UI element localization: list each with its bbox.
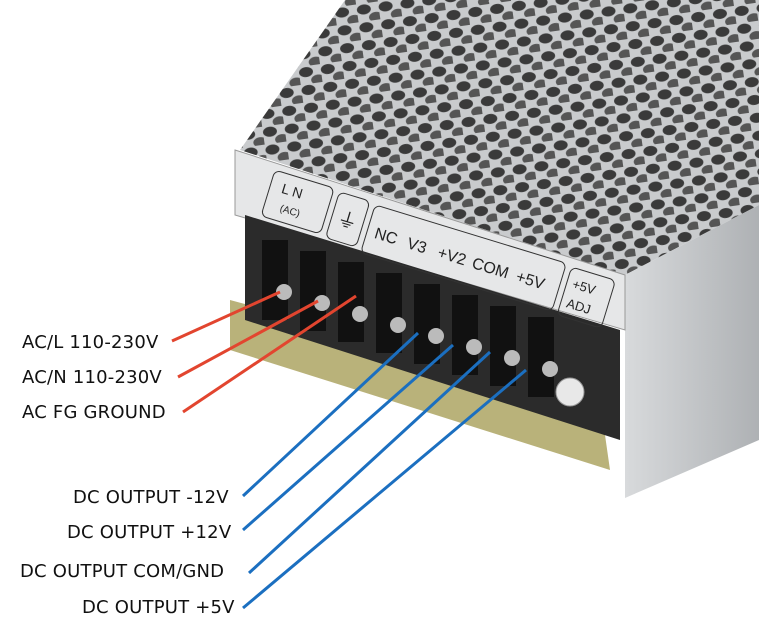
terminal-screw	[390, 317, 406, 333]
callout-line	[242, 343, 454, 532]
terminal-screw	[314, 295, 330, 311]
terminal-block	[262, 240, 558, 397]
side-panel	[625, 205, 759, 498]
callout-dc-com-gnd: DC OUTPUT COM/GND	[20, 561, 225, 582]
callout-line	[182, 294, 357, 414]
callout-line	[242, 368, 527, 610]
adjust-potentiometer	[555, 377, 585, 407]
terminal-post	[338, 262, 364, 342]
callout-line	[171, 290, 281, 343]
callout-ac-ground: AC FG GROUND	[22, 402, 166, 423]
terminal-post	[528, 317, 554, 397]
callout-lines	[171, 290, 527, 610]
terminal-screw	[428, 328, 444, 344]
callout-line	[247, 350, 492, 575]
callout-dc-plus5v: DC OUTPUT +5V	[82, 597, 235, 618]
callout-ac-n: AC/N 110-230V	[22, 367, 162, 388]
terminal-screw	[542, 361, 558, 377]
adj-label-top: +5V	[571, 276, 598, 297]
ac-ln-label: L N	[280, 180, 305, 202]
terminal-screw	[352, 306, 368, 322]
terminal-screw	[276, 284, 292, 300]
callout-line	[177, 299, 319, 379]
adj-label-bottom: ADJ	[565, 295, 593, 317]
terminal-post	[414, 284, 440, 364]
terminal-post	[262, 240, 288, 320]
output-label-v3: V3	[405, 235, 429, 257]
output-label-nc: NC	[372, 225, 399, 248]
terminal-screw	[504, 350, 520, 366]
callout-dc-plus12v: DC OUTPUT +12V	[67, 522, 232, 543]
top-perforated-cover	[240, 0, 759, 275]
callout-dc-minus12v: DC OUTPUT -12V	[73, 487, 229, 508]
callout-line	[241, 331, 420, 498]
terminal-post	[452, 295, 478, 375]
terminal-post	[490, 306, 516, 386]
terminal-screw	[466, 339, 482, 355]
callout-ac-l: AC/L 110-230V	[22, 332, 159, 353]
terminal-post	[376, 273, 402, 353]
